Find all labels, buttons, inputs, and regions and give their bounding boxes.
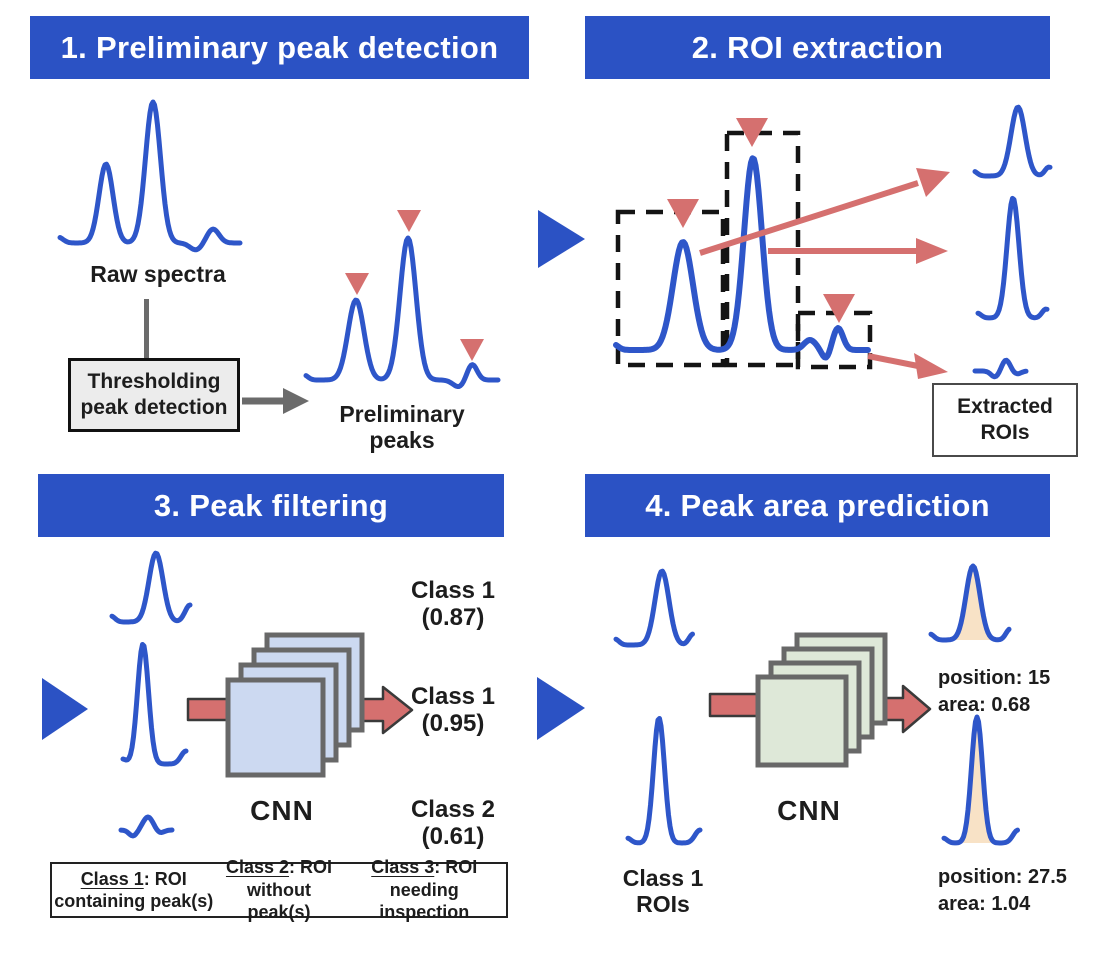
prediction-2-area: area: 1.04: [938, 893, 1031, 915]
peak-marker-icon: [823, 294, 855, 323]
prediction-2-position: position: 27.5: [938, 866, 1067, 888]
peak-marker-icon: [345, 273, 369, 295]
class-legend-box: Class 1: ROI containing peak(s) Class 2:…: [50, 857, 508, 922]
legend-class2-name: Class 2: [225, 857, 290, 878]
legend-class1-name: Class 1: [80, 868, 144, 889]
class1-rois-line1: Class 1: [622, 865, 704, 891]
area-output-curve-2: [941, 714, 1020, 846]
panel4-graphics: [613, 563, 1020, 846]
thresholding-box: Thresholding peak detection: [68, 358, 240, 432]
class-result-2: Class 1 (0.95): [385, 683, 521, 738]
class-result-3-label: Class 2: [410, 796, 496, 823]
class-result-3: Class 2 (0.61): [385, 796, 521, 851]
legend-class3-suffix: : ROI: [434, 857, 478, 878]
extracted-roi-curve-2: [975, 195, 1050, 321]
area-output-curve-1: [928, 563, 1012, 643]
extracted-rois-line2: ROIs: [980, 421, 1030, 444]
class-result-3-score: (0.61): [421, 822, 485, 850]
flow-arrow-step3-to-step4: [537, 677, 585, 740]
prediction-1-position: position: 15: [938, 667, 1051, 689]
filter-input-curve-1: [109, 550, 193, 625]
cnn-label-area: CNN: [777, 795, 841, 826]
area-input-curve-1: [613, 568, 695, 648]
roi-dashed-box-2: [724, 130, 801, 368]
area-input-curve-2: [625, 716, 703, 846]
preliminary-peaks-label: Preliminary peaks: [322, 401, 482, 454]
roi-extract-arrowhead-1: [916, 168, 950, 197]
class1-rois-label: Class 1 ROIs: [608, 865, 718, 918]
legend-class2-line2: without peak(s): [247, 879, 311, 923]
panel2-header: 2. ROI extraction: [585, 16, 1050, 79]
extracted-roi-curve-3: [972, 357, 1029, 380]
class-result-1: Class 1 (0.87): [385, 577, 521, 632]
legend-class3-line1: Class 3: ROI: [343, 856, 506, 879]
panel1-graphics: [57, 99, 501, 414]
prediction-1-area: area: 0.68: [938, 694, 1031, 716]
filter-input-curve-2: [120, 642, 189, 767]
flow-arrow-step3-input: [42, 678, 88, 740]
legend-class1-line1: Class 1: ROI: [52, 868, 215, 891]
roi-extract-arrowhead-3: [914, 353, 948, 379]
legend-class1-suffix: : ROI: [143, 868, 187, 889]
panel4-header: 4. Peak area prediction: [585, 474, 1050, 537]
legend-class2-line1: Class 2: ROI: [215, 856, 342, 879]
peak-marker-icon: [736, 118, 768, 147]
legend-class1-line2: containing peak(s): [54, 891, 214, 911]
legend-class3: Class 3: ROI needing inspection: [343, 856, 506, 924]
legend-class2-suffix: : ROI: [289, 857, 333, 878]
thresholding-box-line2: peak detection: [80, 396, 228, 419]
class-result-1-label: Class 1: [410, 577, 496, 604]
prediction-output-2: position: 27.5 area: 1.04: [938, 864, 1067, 918]
peak-marker-icon: [397, 210, 421, 232]
roi-extract-arrow-3: [867, 353, 919, 369]
legend-class1: Class 1: ROI containing peak(s): [52, 868, 215, 913]
raw-spectrum-curve: [57, 99, 243, 253]
roi-extract-arrow-1: [699, 180, 919, 256]
peak-marker-icon: [460, 339, 484, 361]
panel2-graphics: [613, 104, 1053, 380]
roi-dashed-box-1: [615, 209, 726, 368]
panel1-header: 1. Preliminary peak detection: [30, 16, 529, 79]
roi-extraction-spectrum-curve: [613, 155, 871, 361]
roi-extract-arrowhead-2: [916, 238, 948, 264]
class-result-1-score: (0.87): [421, 603, 485, 631]
class-result-2-score: (0.95): [421, 709, 485, 737]
thresholding-output-arrowhead: [283, 388, 309, 414]
extracted-roi-curve-1: [972, 104, 1053, 179]
preliminary-peaks-line1: Preliminary: [339, 401, 465, 427]
cnn-layer-icon: [755, 674, 849, 768]
extracted-rois-line1: Extracted: [957, 394, 1053, 418]
legend-class3-name: Class 3: [371, 857, 435, 878]
legend-class3-line2: needing inspection: [379, 879, 470, 923]
extracted-rois-box: Extracted ROIs: [932, 383, 1078, 457]
cnn-layer-icon: [225, 677, 326, 778]
preliminary-peaks-curve: [303, 235, 501, 389]
peak-marker-icon: [667, 199, 699, 228]
panel3-header: 3. Peak filtering: [38, 474, 504, 537]
filter-input-curve-3: [118, 814, 175, 839]
flow-arrow-step1-to-step2: [538, 210, 585, 268]
class-result-2-label: Class 1: [410, 683, 496, 710]
preliminary-peaks-line2: peaks: [369, 426, 435, 453]
raw-spectra-label: Raw spectra: [90, 261, 226, 287]
legend-class2: Class 2: ROI without peak(s): [215, 856, 342, 924]
panel3-graphics: [109, 550, 414, 839]
cnn-label-filtering: CNN: [250, 795, 314, 826]
thresholding-box-line1: Thresholding: [87, 369, 221, 393]
prediction-output-1: position: 15 area: 0.68: [938, 665, 1050, 719]
class1-rois-line2: ROIs: [636, 890, 690, 917]
